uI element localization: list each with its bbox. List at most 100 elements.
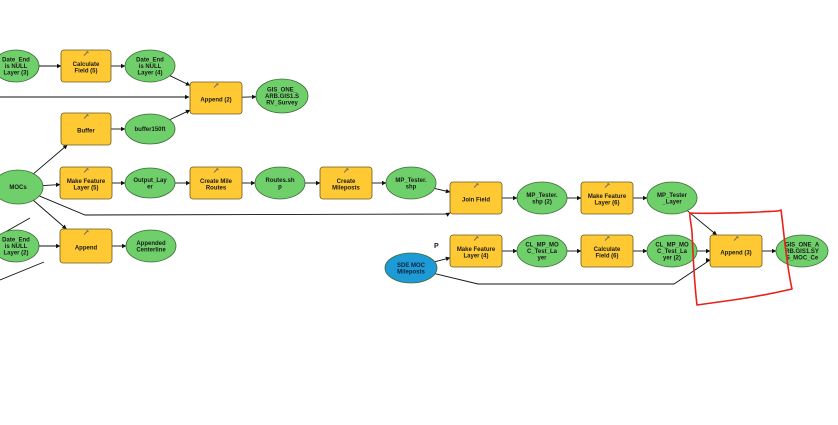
tool-box [449, 234, 503, 268]
data-node-mp_tester_shp_2[interactable]: MP_Tester.shp (2) [516, 181, 568, 215]
data-ellipse [254, 166, 306, 200]
node-label-line: Append [75, 245, 98, 251]
data-node-gis_one_arb[interactable]: GIS_ONE_ARB.GIS1.SRV_Survey [255, 78, 309, 114]
data-node-mp_tester_shp[interactable]: MP_Tester.shp [385, 166, 437, 200]
hammer-icon [604, 235, 610, 241]
node-label-line: GIS_ONE_A [785, 243, 820, 249]
data-node-cl_mp_moc_test_layer_2[interactable]: CL_MP_MOC_Test_Layer (2) [646, 234, 698, 268]
connector-mocs-to-make_feature_layer_5[interactable] [42, 182, 61, 188]
hammer-icon [604, 182, 610, 188]
connector-mocs-to-buffer[interactable] [33, 144, 68, 175]
hammer-icon [473, 182, 479, 188]
node-label-line: MP_Tester. [395, 178, 427, 184]
data-node-cl_mp_moc_test_layer[interactable]: CL_MP_MOC_Test_Layer [516, 234, 568, 268]
node-label-line: Append (3) [720, 250, 751, 256]
node-label-line: RB.GIS1.SY [785, 249, 819, 255]
data-node-routes_shp[interactable]: Routes.shp [254, 166, 306, 200]
tool-node-buffer[interactable]: Buffer [60, 112, 112, 146]
node-label-line: shp (2) [532, 199, 552, 205]
input-data-ellipse [384, 252, 438, 284]
node-label-line: Layer (4) [137, 71, 162, 77]
tool-box [709, 234, 763, 268]
connector-mocs-to-append[interactable] [33, 200, 67, 230]
node-label-line: _Layer [661, 199, 682, 205]
tool-box [189, 81, 243, 115]
node-label-line: Mileposts [397, 269, 425, 275]
tool-node-join_field[interactable]: Join Field [449, 181, 503, 215]
parameter-marker: P [434, 243, 439, 250]
hammer-icon [343, 167, 349, 173]
node-label-line: RV_Survey [266, 101, 298, 107]
node-label-line: Layer (6) [594, 201, 619, 207]
node-label-line: Make Feature [67, 179, 106, 185]
connector-buffer_50ft-to-append_2[interactable] [169, 109, 191, 121]
tool-box [580, 181, 634, 215]
data-ellipse [646, 234, 698, 268]
node-label-line: Join Field [462, 197, 490, 203]
node-label-line: SDE MOC [397, 263, 426, 269]
node-label-line: is NULL [139, 64, 162, 70]
node-label-line: CL_MP_MO [655, 243, 689, 249]
connector-sde_moc_mileposts-to-append_3[interactable] [434, 259, 711, 285]
connector-sde_moc_mileposts-to-make_feature_layer_4[interactable] [434, 256, 451, 263]
tool-box [60, 49, 112, 83]
data-ellipse [516, 234, 568, 268]
data-ellipse [516, 181, 568, 215]
node-label-line: Date_End [2, 58, 30, 64]
data-node-mp_tester_layer[interactable]: MP_Tester_Layer [646, 181, 698, 215]
node-label-line: MOCs [9, 185, 27, 191]
tool-node-append[interactable]: Append [59, 228, 113, 264]
node-label-line: Mileposts [332, 186, 360, 192]
data-ellipse [646, 181, 698, 215]
tool-box [449, 181, 503, 215]
data-node-buffer_50ft[interactable]: buffer150ft [124, 113, 176, 145]
connector-mp_tester_layer-to-append_3[interactable] [687, 210, 717, 236]
data-ellipse [0, 229, 40, 263]
tool-box [580, 234, 634, 268]
node-label-line: shp [406, 184, 417, 190]
node-label-line: Make Feature [457, 247, 496, 253]
node-label-line: GIS_ONE_ [267, 88, 298, 94]
tool-box [189, 166, 243, 200]
node-label-line: Field (5) [74, 69, 97, 75]
tool-box [319, 166, 373, 200]
node-label-line: MP_Tester [657, 193, 688, 199]
data-ellipse [125, 229, 177, 263]
tool-node-append_2[interactable]: Append (2) [189, 81, 243, 115]
node-label-line: Create [337, 179, 356, 185]
data-node-output_layer[interactable]: Output_Layer [124, 167, 176, 199]
hammer-icon [733, 235, 739, 241]
data-node-mocs[interactable]: MOCs [0, 169, 44, 205]
tool-node-append_3[interactable]: Append (3) [709, 234, 763, 268]
node-label-line: Layer (2) [3, 251, 28, 257]
connector-mp_tester_shp-to-join_field[interactable] [434, 187, 451, 194]
node-label-line: Calculate [594, 247, 621, 253]
node-label-line: C_Test_La [527, 249, 558, 255]
data-ellipse [775, 234, 829, 268]
hammer-icon [83, 113, 89, 119]
tool-box [59, 166, 113, 200]
data-node-gis_one_arb_moc[interactable]: GIS_ONE_ARB.GIS1.SYS_MOC_Ce [775, 234, 829, 268]
node-label-line: Create Mile [200, 179, 233, 185]
offscreen-connector-3 [0, 261, 45, 281]
node-label-line: p [278, 184, 282, 190]
node-label-line: is NULL [5, 244, 28, 250]
node-label-line: is NULL [5, 64, 28, 70]
data-ellipse [124, 49, 176, 83]
connector-date_end_null_4-to-append_2[interactable] [169, 75, 191, 86]
connector-mocs-to-join_field[interactable] [39, 195, 451, 217]
data-ellipse [255, 78, 309, 114]
